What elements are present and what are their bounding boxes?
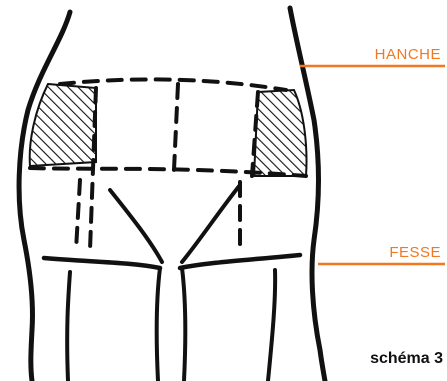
dashed-vertical-center [174, 84, 178, 170]
left-buttock-curve [110, 190, 162, 262]
left-gluteal-fold [44, 258, 160, 268]
left-hip-contour [19, 12, 70, 381]
inner-leg-left [157, 268, 160, 381]
right-gluteal-fold [180, 255, 300, 268]
left-hip-hatch [30, 84, 96, 166]
right-buttock-curve [182, 185, 240, 262]
left-thigh-line [67, 272, 70, 381]
right-hip-hatch [254, 90, 307, 176]
caption: schéma 3 [370, 350, 443, 368]
dashed-lower-left [76, 180, 80, 250]
hanche-label: HANCHE [375, 46, 441, 63]
body-outline [19, 8, 325, 381]
inner-leg-right [182, 268, 185, 381]
right-hip-contour [290, 8, 325, 381]
fesse-label: FESSE [389, 244, 441, 261]
right-thigh-line [268, 270, 275, 381]
